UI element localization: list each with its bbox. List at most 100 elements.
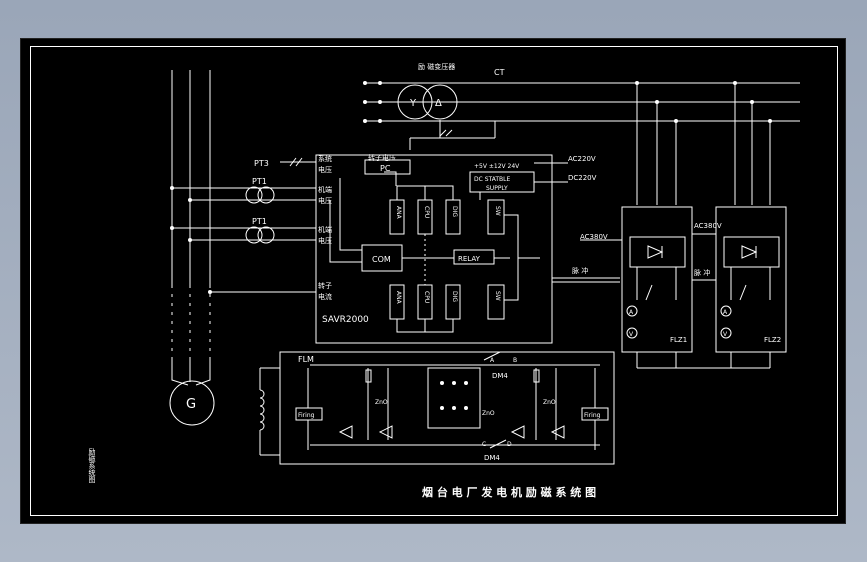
rotor-voltage-label: 转子电压	[368, 153, 396, 162]
sw-module-top	[487, 199, 505, 235]
sw-label-top: SW	[494, 206, 501, 216]
d-label: D	[507, 441, 512, 448]
flz1-output	[636, 267, 677, 301]
cabinet-output-bus	[636, 352, 771, 369]
firing-left-label: Firing	[298, 412, 315, 419]
generator-label: G	[186, 397, 196, 412]
dm4-top-label: DM4	[492, 372, 508, 380]
field-winding	[259, 389, 265, 431]
flm-rails	[310, 364, 600, 446]
pt1b-coil-2	[257, 226, 275, 244]
pc-label: PC	[380, 164, 391, 173]
protection-verticals	[367, 368, 557, 440]
ana-label-bottom: ANA	[395, 291, 402, 305]
b-label: B	[513, 357, 517, 364]
drawing-border	[30, 46, 838, 516]
pt3-label: PT3	[254, 159, 269, 168]
flz2-output	[730, 267, 771, 301]
savr2000-cabinet	[315, 154, 553, 344]
dm4-switch-bottom	[489, 439, 507, 449]
cpu-label-bottom: CPU	[423, 291, 430, 303]
flz1-bridge	[629, 236, 686, 268]
gen-voltage-a1: 机端	[318, 185, 332, 194]
flz2-voltmeter	[720, 327, 732, 339]
pc-link	[384, 171, 397, 186]
left-thyristors	[338, 425, 393, 439]
drawing-title: 烟 台 电 厂 发 电 机 励 磁 系 统 图	[422, 485, 596, 499]
gen-voltage-a2: 电压	[318, 196, 332, 205]
left-vertical-label: 励磁系统图	[88, 448, 96, 484]
dig-label-bottom: DIG	[451, 291, 458, 302]
com-input-lines	[329, 178, 362, 263]
a-label: A	[490, 357, 495, 364]
dm4-switch-top	[483, 351, 501, 361]
excitation-transformer-label: 励 磁变压器	[418, 62, 455, 71]
dm4-bottom-label: DM4	[484, 454, 500, 462]
pt1b-coil-1	[245, 226, 263, 244]
resistor-left	[365, 369, 372, 383]
transformer-delta-label: Δ	[435, 98, 442, 109]
field-winding-leads	[259, 367, 280, 456]
transformer-winding-delta	[422, 84, 458, 120]
flz2-voltmeter-label: V	[723, 331, 728, 338]
flm-panel	[279, 351, 615, 465]
cabinet-links	[692, 233, 716, 281]
relay-box	[453, 249, 495, 265]
sys-voltage-1: 系统	[318, 154, 332, 163]
bottom-module-bus	[396, 319, 454, 333]
rotor-current-1: 转子	[318, 281, 332, 290]
dig-label-top: DIG	[451, 206, 458, 217]
firing-right-label: Firing	[584, 412, 601, 419]
flz2-label: FLZ2	[764, 336, 781, 344]
flz1-label: FLZ1	[670, 336, 687, 344]
transformer-y-label: Y	[409, 98, 417, 109]
top-module-bus	[396, 185, 454, 200]
c-label: C	[482, 441, 486, 448]
zno-c-label: ZnO	[543, 399, 556, 406]
drawing-sheet	[20, 38, 846, 524]
pulse-label-b: 脉 冲	[694, 268, 710, 277]
ac-dc-inputs	[534, 162, 568, 183]
ct-hatch	[439, 129, 453, 137]
ac380-label-a: AC380V	[580, 233, 608, 241]
flm-label: FLM	[298, 355, 314, 364]
gen-voltage-b2: 电压	[318, 236, 332, 245]
ac380-label-b: AC380V	[694, 222, 722, 230]
flz2-ammeter	[720, 305, 732, 317]
flz1-voltmeter	[626, 327, 638, 339]
flz2-thyristor	[741, 245, 758, 259]
relay-label: RELAY	[458, 255, 481, 263]
ct-label: CT	[494, 68, 505, 77]
flz1-thyristor	[647, 245, 664, 259]
flz1-voltmeter-label: V	[629, 331, 634, 338]
sys-voltage-2: 电压	[318, 165, 332, 174]
pt1b-label: PT1	[252, 217, 267, 226]
resistor-right	[533, 369, 540, 383]
savr2000-label: SAVR2000	[322, 315, 369, 325]
gen-voltage-b1: 机端	[318, 225, 332, 234]
transformer-winding-y	[397, 84, 433, 120]
firing-left-box	[295, 407, 323, 421]
firing-leads	[307, 368, 596, 450]
dc220-label: DC220V	[568, 174, 597, 182]
cpu-label-top: CPU	[423, 206, 430, 218]
rotor-current-2: 电流	[318, 292, 332, 301]
right-thyristors	[510, 425, 565, 439]
power-supply-label-3: SUPPLY	[486, 185, 508, 192]
power-supply-label-1: +5V ±12V 24V	[474, 163, 520, 170]
flz1-ammeter-label: A	[629, 309, 634, 316]
crowbar-box	[427, 367, 481, 429]
pt1a-label: PT1	[252, 177, 267, 186]
sw-module-bottom	[487, 284, 505, 320]
sw-label-bottom: SW	[494, 291, 501, 301]
flz1-ammeter	[626, 305, 638, 317]
ana-label-top: ANA	[395, 206, 402, 220]
pc-box	[364, 159, 411, 175]
com-label: COM	[372, 255, 391, 264]
generator-circle	[169, 380, 215, 426]
power-supply-label-2: DC STATBLE	[474, 176, 510, 183]
pt3-hatch	[289, 157, 303, 167]
flz2-bridge	[723, 236, 780, 268]
flz2-ammeter-label: A	[723, 309, 728, 316]
